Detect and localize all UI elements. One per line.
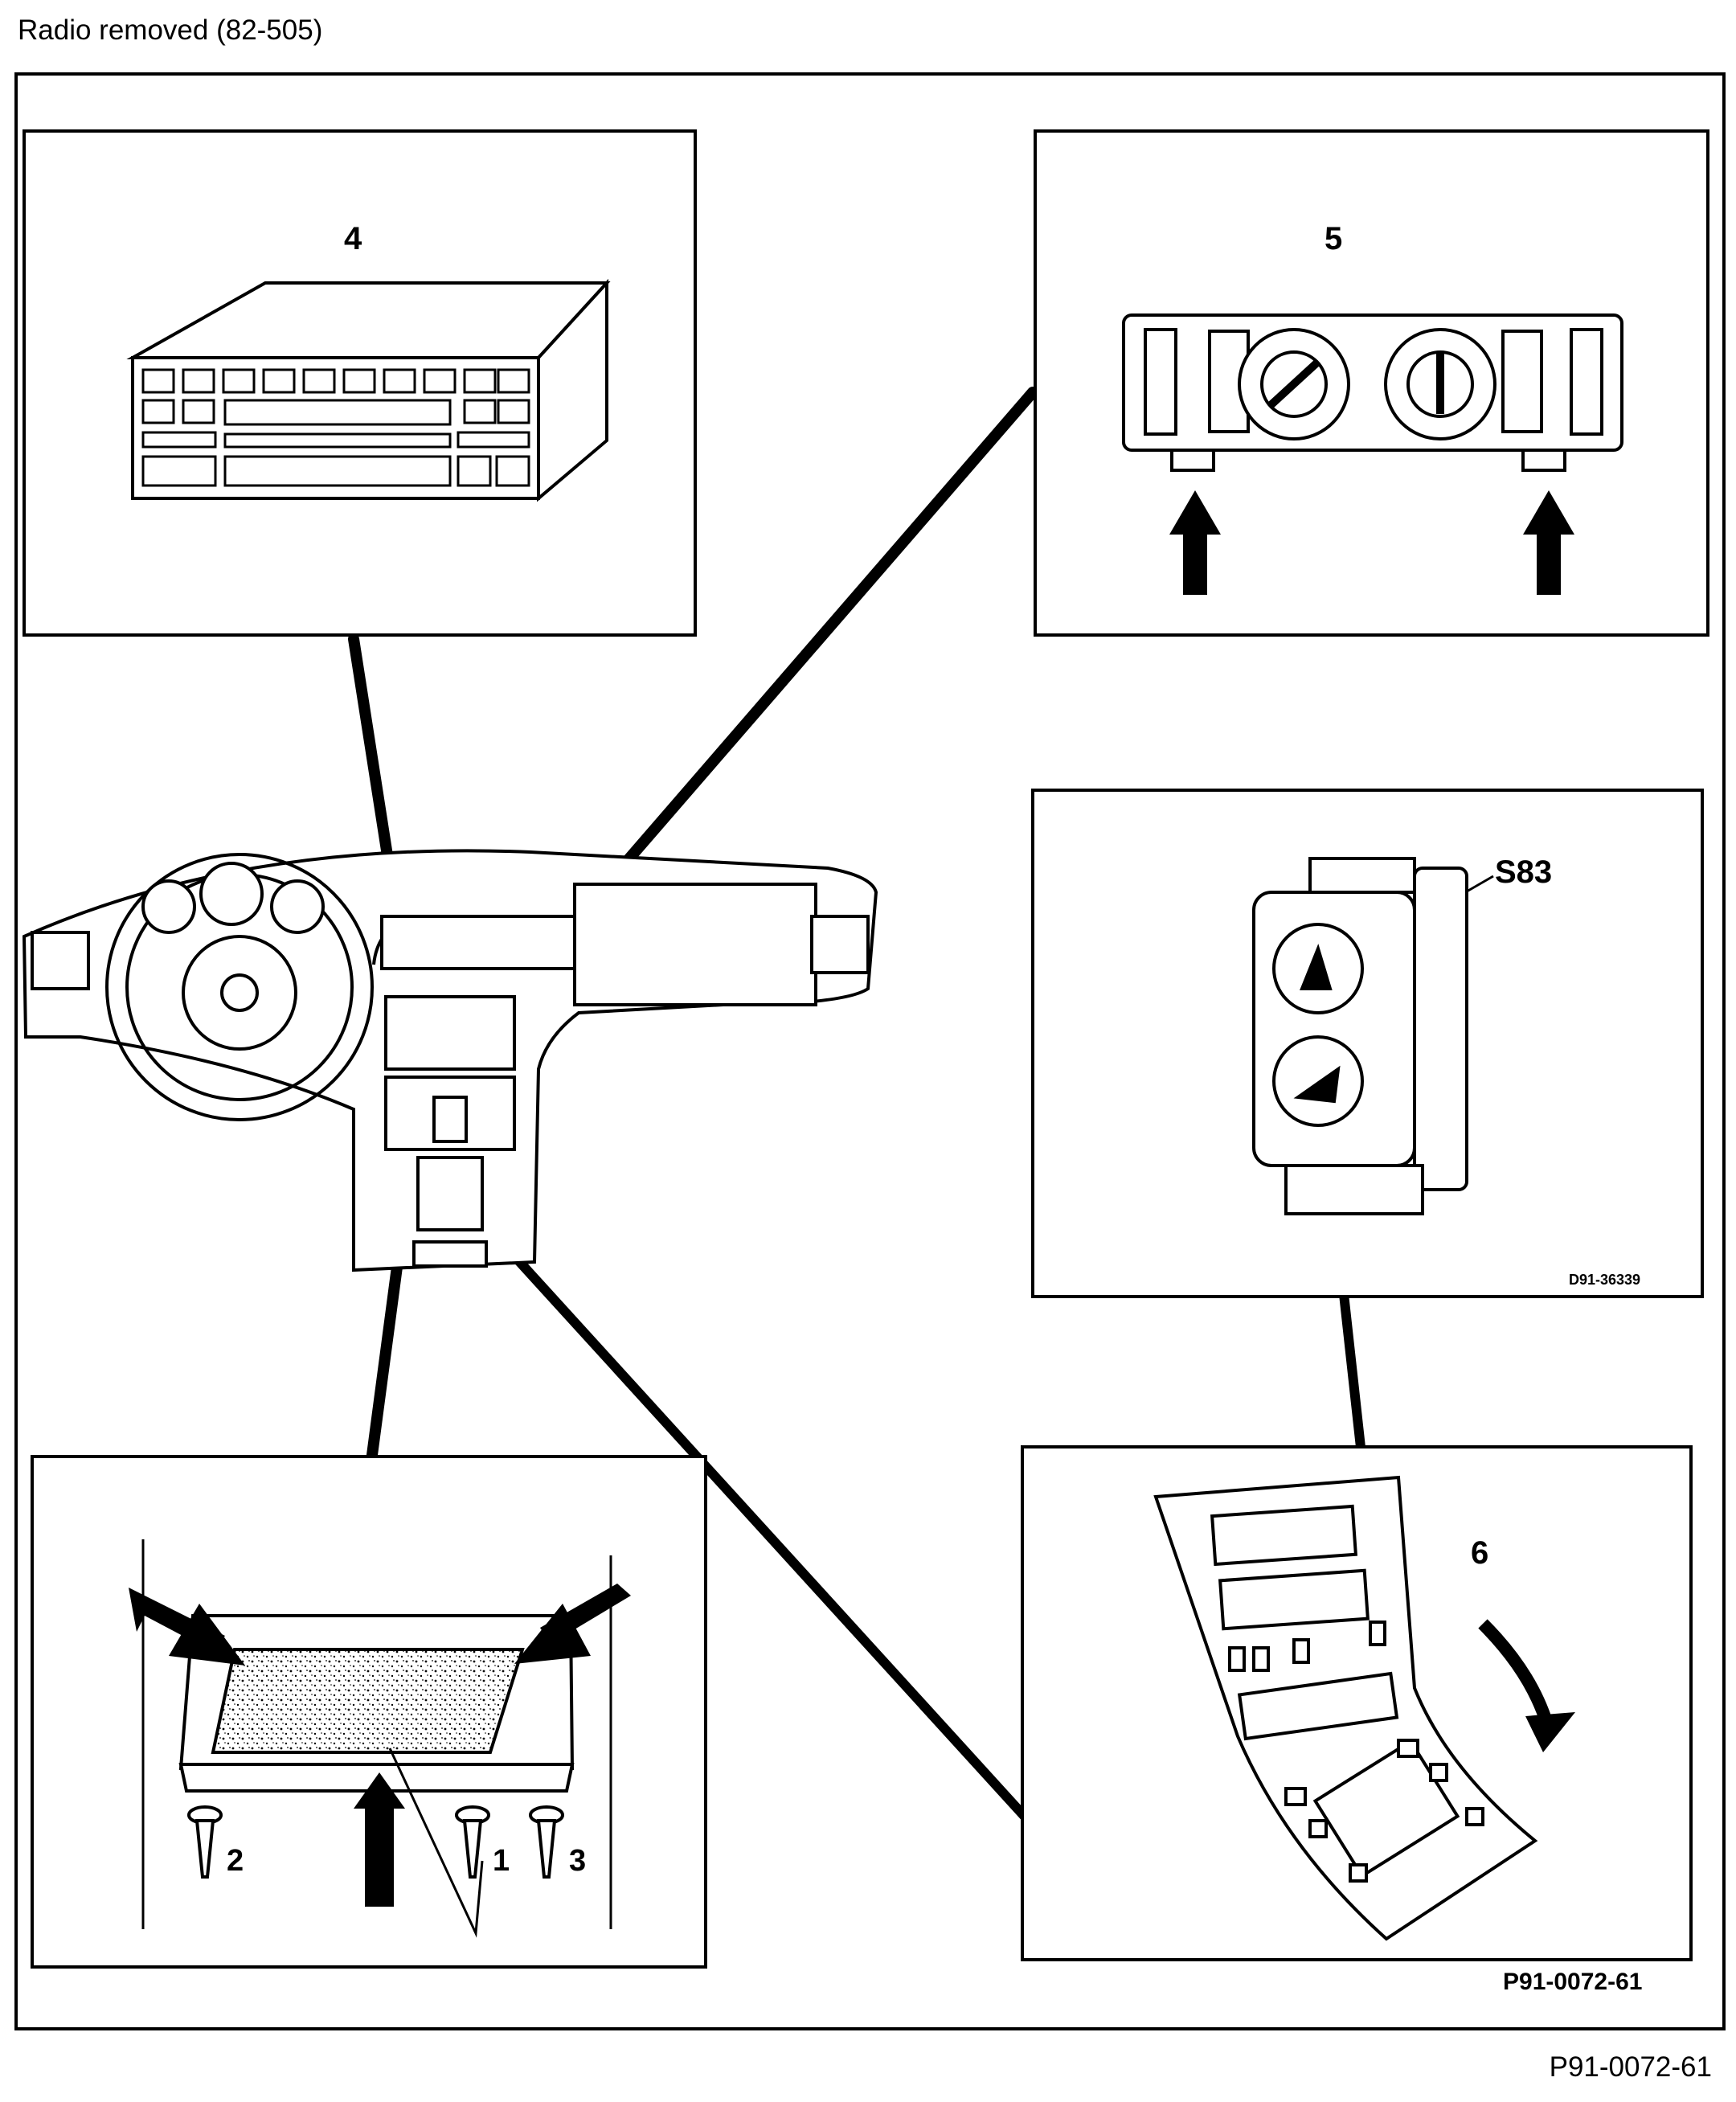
switch-panel: S83 D91-36339: [1031, 789, 1704, 1298]
screw-label-1: 1: [493, 1844, 510, 1878]
push-arrow-right: [1523, 490, 1574, 595]
ashtray-drawing: [178, 1614, 575, 1793]
switch-drawing: [1252, 857, 1468, 1215]
radio-panel: 4: [23, 129, 697, 637]
push-arrow-left-head: [169, 1604, 245, 1666]
console-cover-drawing: [1153, 1475, 1538, 1941]
rotate-arrow-icon: [1478, 1619, 1554, 1727]
radio-unit-drawing: [126, 278, 611, 502]
outer-frame: [14, 72, 1726, 2030]
climate-unit-drawing: [1122, 313, 1623, 472]
page-caption: Radio removed (82-505): [18, 14, 323, 46]
dashboard-overview: [22, 849, 878, 1272]
leader-screw-1: [388, 1748, 484, 1938]
screw-icon: [187, 1805, 564, 1879]
console-panel-label: 6: [1471, 1535, 1488, 1571]
climate-control-panel: 5: [1034, 129, 1709, 637]
radio-panel-label: 4: [344, 221, 362, 256]
console-cover-panel: 6 P91-0072-61: [1021, 1445, 1693, 1995]
switch-panel-label: S83: [1495, 854, 1552, 890]
page-caption-code: P91-0072-61: [1549, 2051, 1712, 2083]
climate-panel-label: 5: [1325, 221, 1342, 256]
screw-label-3: 3: [569, 1844, 586, 1878]
ashtray-panel: 2 1 3: [31, 1455, 707, 1969]
screw-label-2: 2: [227, 1844, 244, 1878]
push-arrow-left: [1169, 490, 1221, 595]
push-arrow-right-head: [514, 1604, 591, 1664]
figure-code: P91-0072-61: [1503, 1969, 1642, 1995]
rotate-arrow-head: [1525, 1712, 1575, 1752]
switch-drawing-code: D91-36339: [1569, 1272, 1640, 1288]
push-arrow-up: [354, 1772, 405, 1907]
